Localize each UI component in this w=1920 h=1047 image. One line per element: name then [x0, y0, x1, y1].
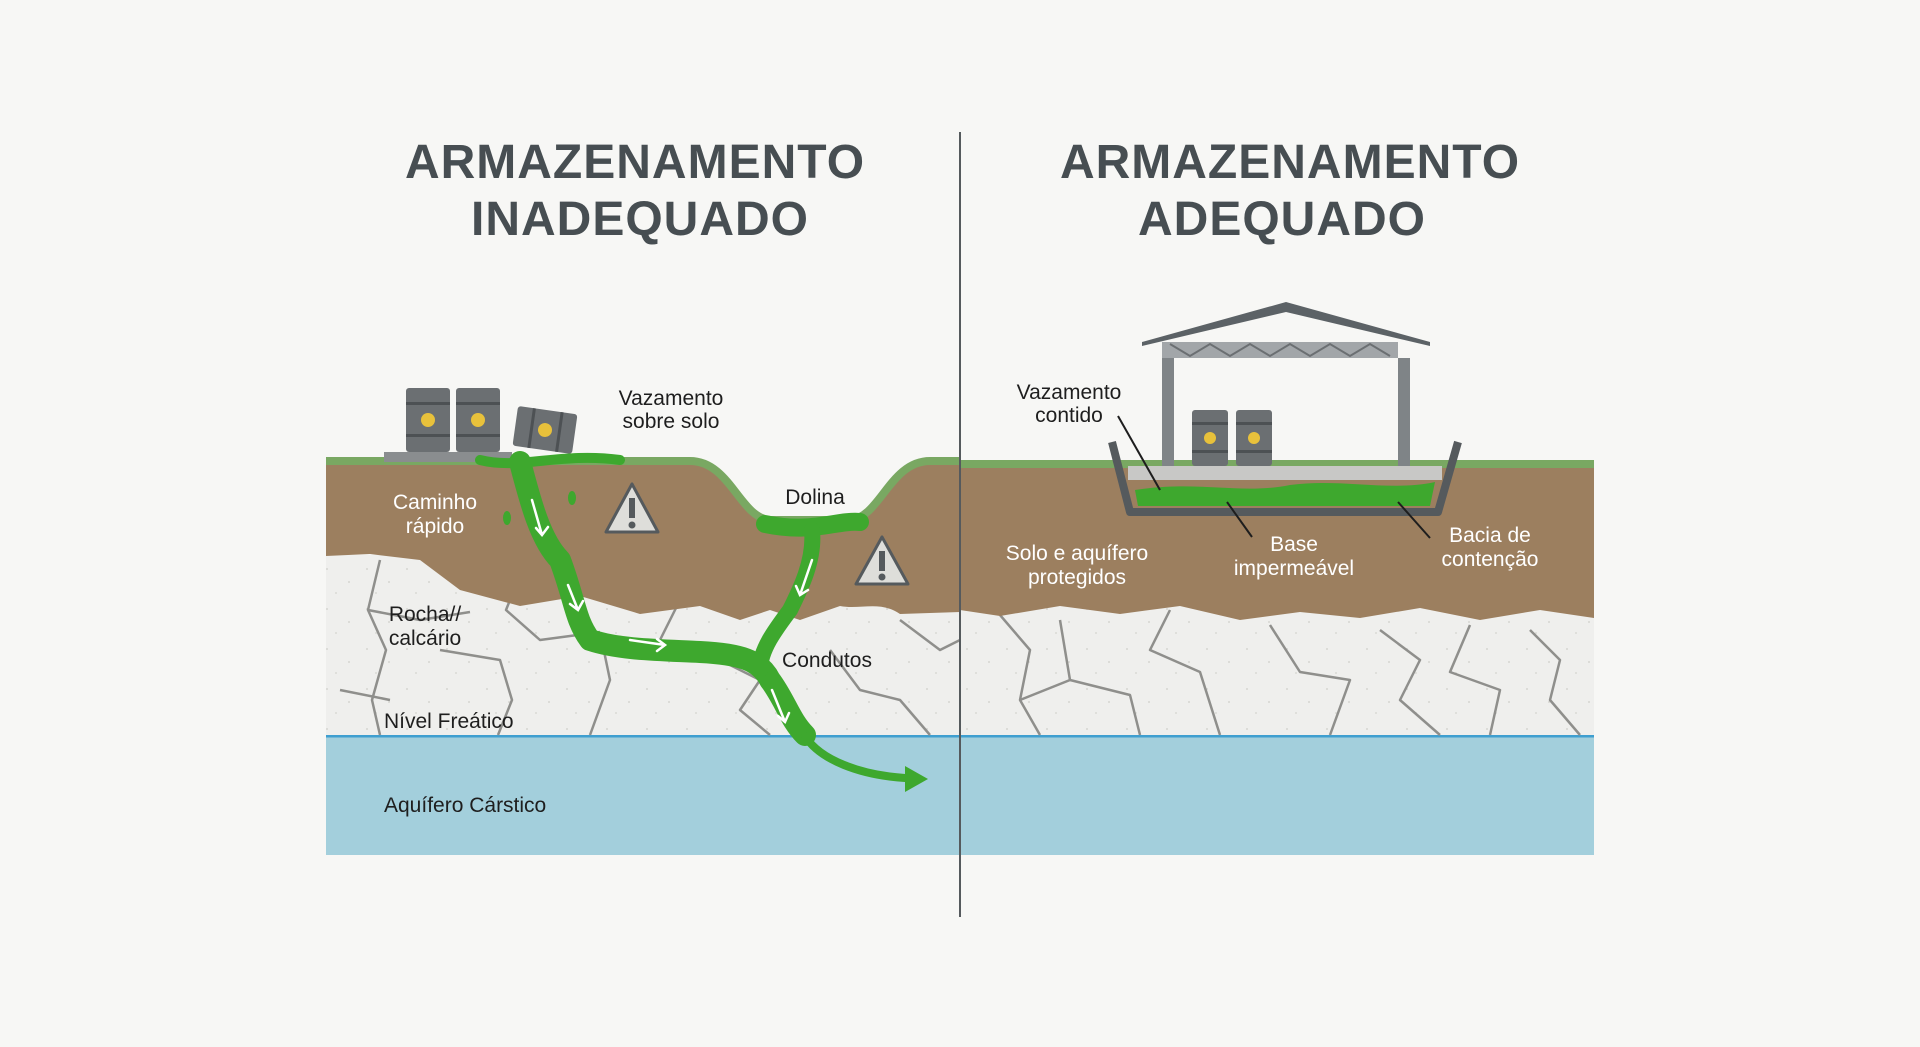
protected-label-line2: protegidos	[1028, 566, 1126, 589]
contained-label-line1: Vazamento	[1017, 381, 1122, 404]
radioactive-icon	[1248, 432, 1260, 444]
left-title-line1: ARMAZENAMENTO	[405, 136, 865, 189]
base-label-line2: impermeável	[1234, 557, 1354, 580]
left-panel: ARMAZENAMENTO INADEQUADO Vazamento sobre…	[326, 136, 961, 855]
left-title-line2: INADEQUADO	[471, 193, 809, 246]
aquifer-layer-right	[960, 735, 1594, 855]
base-label-line1: Base	[1270, 533, 1318, 556]
contaminant-plume	[475, 451, 909, 782]
leak-label-line2: sobre solo	[623, 410, 720, 433]
containment-basin	[1108, 440, 1462, 516]
leak-label-line1: Vazamento	[619, 387, 724, 410]
barrel-icon	[456, 388, 500, 452]
barrel-icon	[1192, 410, 1228, 466]
radioactive-icon	[421, 413, 435, 427]
warning-icon	[854, 535, 910, 586]
rock-label-line2: calcário	[389, 627, 461, 650]
basin-label-line1: Bacia de	[1449, 524, 1531, 547]
radioactive-icon	[1204, 432, 1216, 444]
rock-cracks-right	[999, 609, 1581, 736]
pallet	[384, 452, 512, 462]
barrel-icon	[406, 388, 450, 452]
fast-path-label-line2: rápido	[406, 515, 464, 538]
aquifer-label: Aquífero Cárstico	[384, 794, 546, 817]
soil-layer-right	[960, 463, 1594, 620]
protected-label-line1: Solo e aquífero	[1006, 542, 1148, 565]
right-title-line2: ADEQUADO	[1138, 193, 1426, 246]
radioactive-icon	[538, 423, 552, 437]
contained-spill	[1135, 482, 1435, 506]
flow-arrowhead	[905, 766, 928, 792]
leak-drops	[503, 491, 576, 525]
barrel-icon	[512, 406, 578, 454]
contained-label-line2: contido	[1035, 404, 1103, 427]
warning-icon	[604, 482, 660, 534]
rock-label-line1: Rocha//	[389, 603, 462, 626]
barrel-icon	[1236, 410, 1272, 466]
fast-path-label-line1: Caminho	[393, 491, 477, 514]
shelter-icon	[1142, 302, 1430, 466]
conduits-label: Condutos	[782, 649, 872, 672]
right-title-line1: ARMAZENAMENTO	[1060, 136, 1520, 189]
flow-direction-arrows	[530, 498, 814, 725]
radioactive-icon	[471, 413, 485, 427]
right-panel: ARMAZENAMENTO ADEQUADO Vazamento contido…	[960, 136, 1594, 855]
sinkhole-label: Dolina	[785, 486, 845, 509]
leader-lines	[1117, 415, 1431, 539]
impermeable-base	[1128, 466, 1442, 480]
basin-label-line2: contenção	[1442, 548, 1539, 571]
aquifer-layer-left	[326, 735, 960, 855]
water-table-label: Nível Freático	[384, 710, 514, 733]
